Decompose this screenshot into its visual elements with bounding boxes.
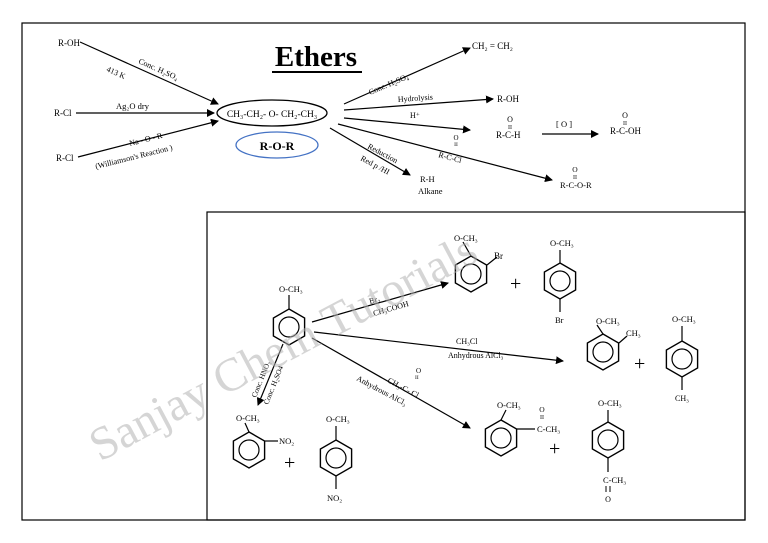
methylation-catalyst: Anhydrous AlCl₃ (448, 351, 504, 360)
arrow-ester (337, 123, 553, 183)
diethyl-ether: CH₃-CH₂- O- CH₂-CH₃ (227, 110, 317, 120)
title: Ethers (275, 41, 357, 73)
para-nitro-group: NO₂ (327, 493, 342, 503)
arrow-bromination (311, 281, 449, 323)
ortho-nitro-substituent: O-CH₃ (236, 413, 260, 423)
arrow-williamson (77, 118, 219, 158)
acid-oxygen: O (622, 111, 628, 120)
ortho-methyl-ring (586, 333, 620, 371)
ortho-acyl-o-bond (500, 409, 507, 421)
ortho-bromo-br-bond (486, 256, 498, 266)
ortho-nitro-o-bond (244, 422, 250, 433)
ortho-nitro-group: NO₂ (279, 436, 294, 446)
ortho-bromo-substituent: O-CH₃ (454, 233, 478, 243)
product-acid: R-C-OH (610, 126, 641, 136)
methylation-reagent: CH₃Cl (456, 337, 478, 346)
cond-silver: Ag₂O dry (116, 101, 150, 111)
ester-oxygen: O (572, 165, 578, 174)
aldehyde-oxygen: O (507, 115, 513, 124)
arrow-acylation (311, 337, 471, 429)
cond-hydrolysis: Hydrolysis (398, 93, 434, 104)
cond-acid-b: Conc. H₂SO₄ (367, 72, 410, 97)
ortho-methyl-ch3: CH₃ (626, 328, 641, 338)
arrow-dehydration (79, 41, 219, 105)
cond-acyl: R-C-Cl (437, 150, 463, 165)
para-methyl-substituent: O-CH₃ (672, 314, 696, 324)
ortho-acyl-group: C-CH₃ (537, 424, 560, 434)
plus-methylation: + (634, 353, 645, 375)
ester-double-bond: II (573, 175, 577, 181)
ortho-acyl-oxygen: O (539, 405, 545, 414)
arrow-hydrolysis (343, 95, 494, 111)
acylation-double-bond: II (415, 375, 419, 381)
product-alkane: Alkane (418, 186, 443, 196)
ortho-methyl-substituent: O-CH₃ (596, 316, 620, 326)
bromination-reagent: Br₂ (368, 294, 381, 306)
inner-frame (206, 211, 746, 521)
acyl-double-bond: II (454, 142, 458, 148)
acyl-oxygen: O (453, 134, 458, 142)
reactant-alcohol: R-OH (58, 38, 80, 48)
arrow-aldehyde (343, 117, 471, 134)
general-formula: R-O-R (260, 139, 295, 153)
para-acyl-oxygen: O (605, 495, 611, 504)
cond-acid-a: Conc. H₂SO₄ (137, 57, 180, 83)
acid-double-bond: II (623, 121, 627, 127)
para-bromo-ring (543, 262, 577, 300)
ortho-methyl-o-bond (596, 324, 604, 335)
anisole-substituent: O-CH₃ (279, 284, 303, 294)
ortho-acyl-double-bond: II (540, 415, 544, 421)
ether-ellipse (216, 99, 328, 127)
ortho-bromo-br: Br (494, 251, 503, 261)
acylation-oxygen: O (416, 367, 421, 375)
watermark: Sanjay Chem Tutorials (81, 224, 486, 472)
reactant-halide-2: R-Cl (56, 153, 74, 163)
cond-oxidation: [ O ] (556, 119, 572, 129)
product-alkane-formula: R-H (420, 174, 435, 184)
reactant-halide-1: R-Cl (54, 108, 72, 118)
para-acyl-group: C-CH₃ (603, 475, 626, 485)
ortho-methyl-ch3-bond (618, 335, 628, 344)
ortho-acyl-ring (484, 419, 518, 457)
ortho-nitro-ring (232, 431, 266, 469)
ortho-acyl-substituent: O-CH₃ (497, 400, 521, 410)
aldehyde-double-bond: II (508, 125, 512, 131)
general-ellipse (235, 131, 319, 159)
product-ester: R-C-O-R (560, 180, 592, 190)
para-methyl-ch3: CH₃ (675, 394, 689, 403)
plus-nitration: + (284, 452, 295, 474)
cond-temp: 413 K (105, 65, 127, 81)
para-nitro-substituent: O-CH₃ (326, 414, 350, 424)
para-bromo-br: Br (555, 315, 564, 325)
arrow-reduction (329, 127, 411, 176)
cond-williamson: (Williamson's Reaction ) (94, 143, 173, 171)
arrow-nitration (256, 343, 284, 406)
arrow-ethene (343, 47, 471, 105)
arrow-methylation (313, 331, 564, 365)
cond-hplus: H⁺ (410, 111, 420, 120)
para-acyl-substituent: O-CH₃ (598, 398, 622, 408)
para-nitro-ring (319, 439, 353, 477)
plus-bromination: + (510, 273, 521, 295)
para-bromo-substituent: O-CH₃ (550, 238, 574, 248)
para-methyl-ring (665, 340, 699, 378)
product-ethene: CH₂ = CH₂ (472, 41, 513, 51)
plus-acylation: + (549, 438, 560, 460)
ortho-bromo-o-bond (462, 241, 472, 257)
product-alcohol: R-OH (497, 94, 519, 104)
product-aldehyde: R-C-H (496, 130, 521, 140)
para-acyl-ring (591, 421, 625, 459)
